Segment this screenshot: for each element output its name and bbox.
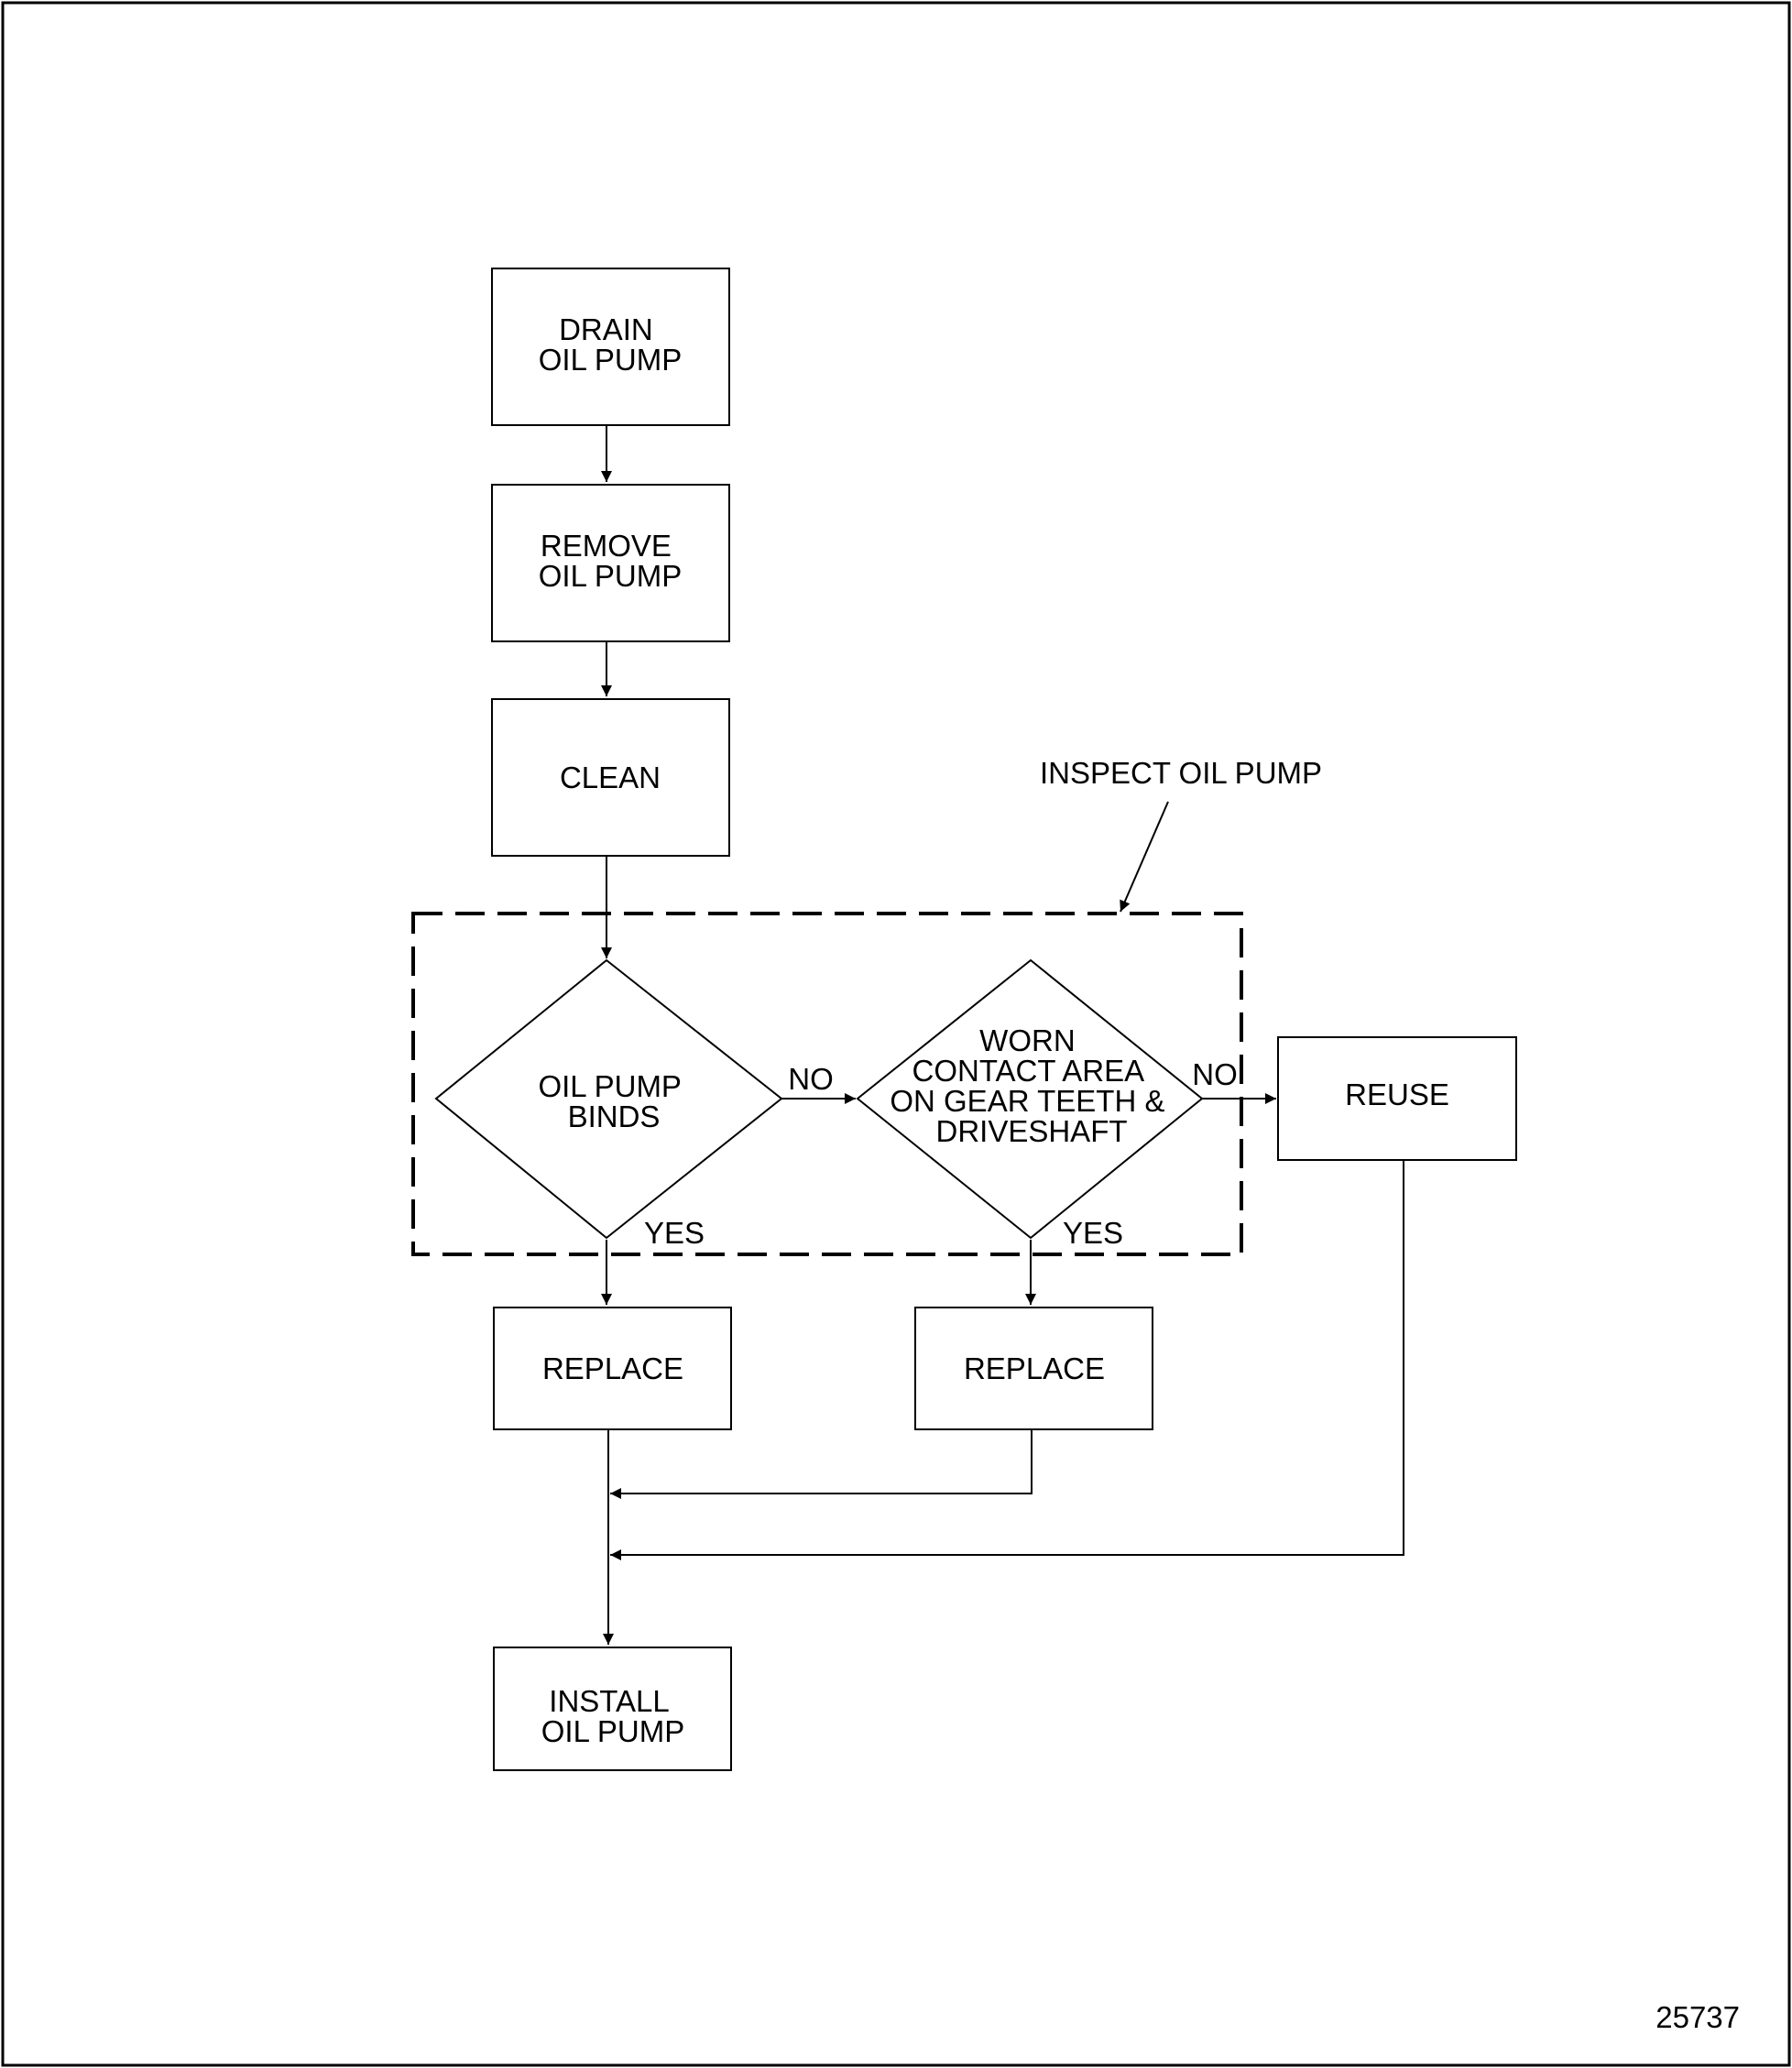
decision-label: OIL PUMP BINDS xyxy=(538,1069,689,1133)
node-install-oil-pump: INSTALL OIL PUMP xyxy=(493,1647,732,1771)
edge-reuse-merge xyxy=(610,1160,1404,1560)
inspect-group-pointer xyxy=(1120,801,1169,913)
node-label: CLEAN xyxy=(560,760,661,794)
decision-label: WORN CONTACT AREA ON GEAR TEETH & DRIVES… xyxy=(890,1023,1173,1148)
edge-label-binds-no: NO xyxy=(788,1062,834,1096)
edge-label-binds-yes: YES xyxy=(644,1216,705,1250)
node-reuse: REUSE xyxy=(1277,1036,1517,1161)
edge-replace-merge xyxy=(610,1429,1033,1499)
node-label: REMOVE OIL PUMP xyxy=(539,529,682,593)
node-label: REUSE xyxy=(1345,1078,1449,1111)
node-label: INSTALL OIL PUMP xyxy=(541,1684,684,1748)
node-replace-binds: REPLACE xyxy=(493,1307,732,1430)
node-label: DRAIN OIL PUMP xyxy=(539,312,682,377)
inspect-group-boundary xyxy=(411,912,1243,1256)
inspect-group-label: INSPECT OIL PUMP xyxy=(1040,756,1322,790)
node-remove-oil-pump: REMOVE OIL PUMP xyxy=(491,484,730,642)
decision-oil-pump-binds: OIL PUMP BINDS xyxy=(434,958,783,1240)
node-replace-worn: REPLACE xyxy=(914,1307,1153,1430)
node-label: REPLACE xyxy=(542,1351,683,1385)
edge-label-worn-no: NO xyxy=(1192,1057,1238,1091)
node-label: REPLACE xyxy=(964,1351,1105,1385)
node-clean: CLEAN xyxy=(491,698,730,857)
node-drain-oil-pump: DRAIN OIL PUMP xyxy=(491,268,730,426)
figure-number: 25737 xyxy=(1655,2000,1740,2034)
edge-label-worn-yes: YES xyxy=(1063,1216,1123,1250)
decision-worn-contact-area: WORN CONTACT AREA ON GEAR TEETH & DRIVES… xyxy=(856,958,1204,1240)
